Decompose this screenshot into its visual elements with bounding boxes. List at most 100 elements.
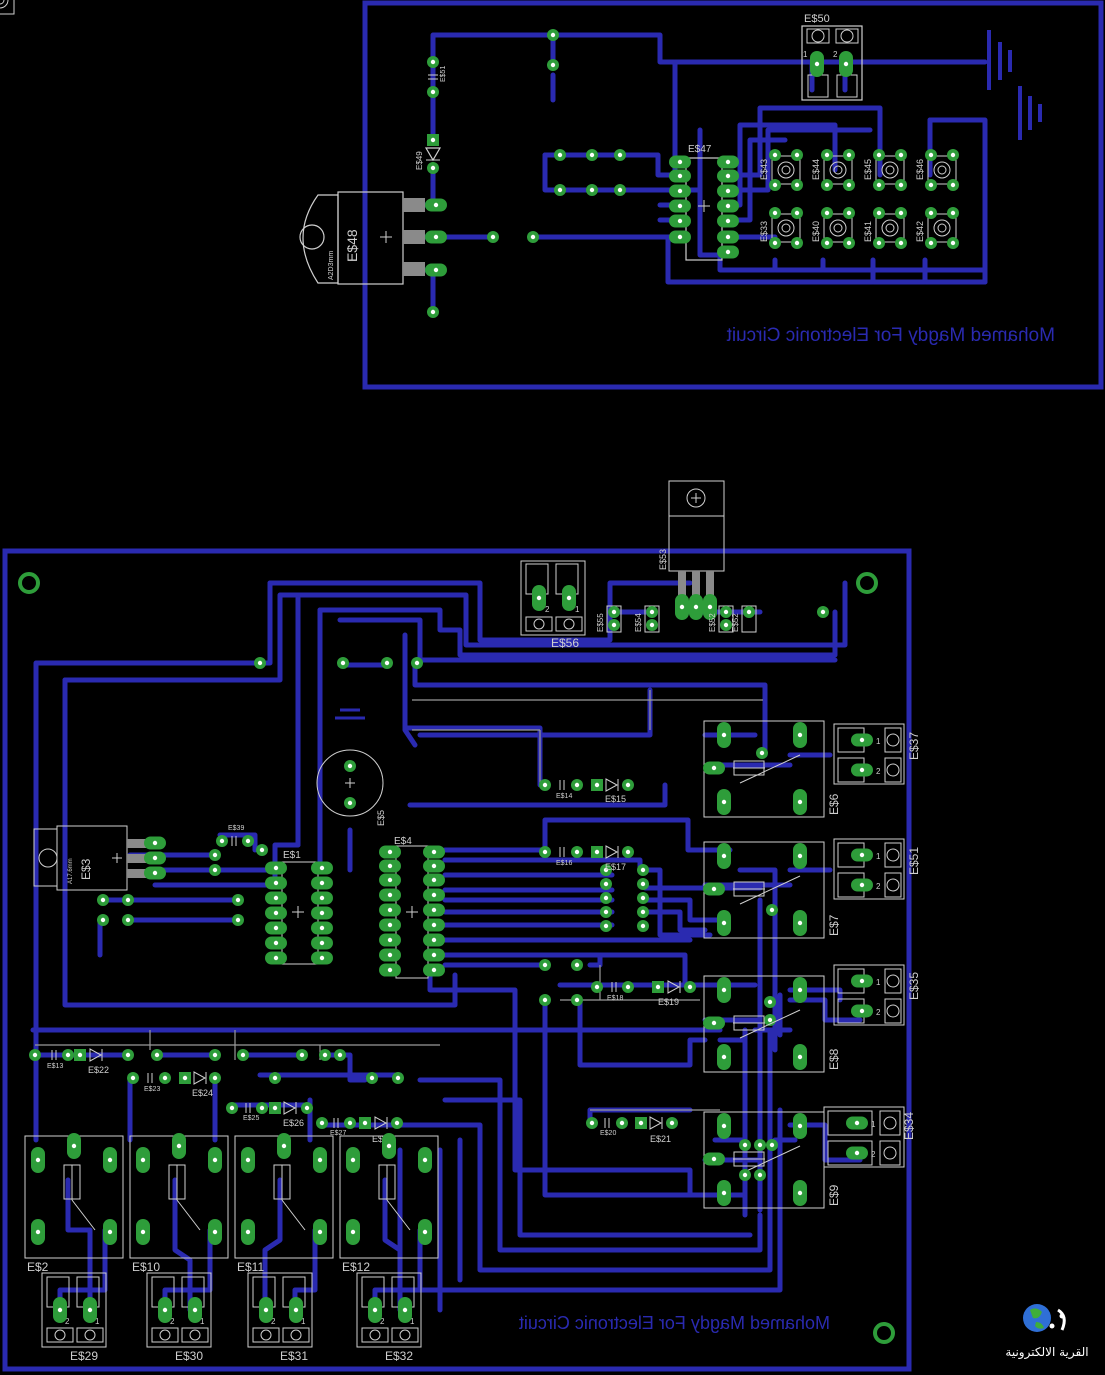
terminal-e50-pin1: 1 xyxy=(803,50,808,59)
regulator-e53: E$53 xyxy=(658,480,725,601)
terminal-e51b-pin1: 1 xyxy=(876,852,881,861)
regulator-e48-label: E$48 xyxy=(344,229,360,262)
capacitor-e16-label: E$16 xyxy=(556,860,572,867)
regulator-e53-label: E$53 xyxy=(658,549,668,570)
capacitor-e23-label: E$23 xyxy=(144,1086,160,1093)
relay-e8: E$8 xyxy=(703,975,841,1073)
diode-e49-label: E$49 xyxy=(415,151,424,170)
diode-pair-e13-e22: E$13 E$22 xyxy=(47,1048,109,1075)
terminal-e56-pin2: 2 xyxy=(545,605,550,614)
ic-e47-label: E$47 xyxy=(688,144,712,155)
relay-e11-label: E$11 xyxy=(237,1260,264,1274)
mounting-hole xyxy=(18,572,40,594)
relay-e9-label: E$9 xyxy=(827,1184,841,1206)
terminal-e51b-label: E$51 xyxy=(907,847,921,875)
mounting-hole xyxy=(873,1322,895,1344)
capacitor-e52a-label: E$52 xyxy=(708,613,717,632)
diode-e26-label: E$26 xyxy=(283,1118,304,1128)
terminal-e35-label: E$35 xyxy=(907,972,921,1000)
terminal-e50-pin2: 2 xyxy=(833,50,838,59)
switch-e33-label: E$33 xyxy=(759,221,769,242)
top-board-signature: Mohamed Magdy For Electronic Circuit xyxy=(726,325,1055,346)
diode-e22-label: E$22 xyxy=(88,1065,109,1075)
top-board-outline xyxy=(362,0,1104,390)
switch-e41: E$41 xyxy=(863,213,905,243)
bottom-board-signature: Mohamed Magdy For Electronic Circuit xyxy=(519,1313,830,1333)
diode-pair-e20-e21: E$20 E$21 xyxy=(600,1116,671,1144)
switch-grid xyxy=(0,0,15,15)
switch-e41-label: E$41 xyxy=(863,221,873,242)
diode-pair-e14-e15: E$14 E$15 xyxy=(556,778,626,804)
capacitor-e27-label: E$27 xyxy=(330,1130,346,1137)
ground-symbol xyxy=(987,30,1042,140)
diode-e15-label: E$15 xyxy=(605,794,626,804)
terminal-e50-label: E$50 xyxy=(804,13,830,25)
terminal-e31-pin1: 1 xyxy=(301,1317,306,1326)
capacitor-e13-label: E$13 xyxy=(47,1063,63,1070)
switch-e44-label: E$44 xyxy=(811,159,821,180)
diode-pair-e23-e24: E$23 E$24 xyxy=(144,1071,213,1098)
switch-e33: E$33 xyxy=(759,213,801,243)
capacitor-e25-label: E$25 xyxy=(243,1115,259,1122)
regulator-e3-label: E$3 xyxy=(79,858,93,880)
switch-e40: E$40 xyxy=(811,213,853,243)
capacitor-e18-label: E$18 xyxy=(607,995,623,1002)
capacitor-e51: E$51 xyxy=(428,66,447,82)
regulator-e3: E$3 A17.6mm xyxy=(33,825,149,891)
diode-e17-label: E$17 xyxy=(605,862,626,872)
bottom-board-outline xyxy=(2,548,912,1372)
switch-e42: E$42 xyxy=(915,213,957,243)
terminal-e34-label: E$34 xyxy=(902,1112,916,1140)
terminal-e51b-pin2: 2 xyxy=(876,882,881,891)
terminal-e29: 2 1 E$29 xyxy=(41,1272,107,1363)
capacitor-e55-label: E$55 xyxy=(596,613,605,632)
capacitor-e52b-label: E$52 xyxy=(731,613,740,632)
terminal-e31-pin2: 2 xyxy=(271,1317,276,1326)
terminal-e34-pin1: 1 xyxy=(871,1120,876,1129)
terminal-e32-label: E$32 xyxy=(385,1349,413,1363)
terminal-e56-label: E$56 xyxy=(551,636,579,650)
site-logo-text: القرية الالكترونية xyxy=(1005,1345,1088,1360)
relay-e2-label: E$2 xyxy=(27,1260,49,1274)
ic-e4-label: E$4 xyxy=(394,836,412,847)
terminal-e37-pin2: 2 xyxy=(876,767,881,776)
regulator-e48: E$48 A2D3mm xyxy=(299,191,425,285)
terminal-e30-label: E$30 xyxy=(175,1349,203,1363)
diode-e24-label: E$24 xyxy=(192,1088,213,1098)
capacitor-e51-label: E$51 xyxy=(440,66,447,82)
switch-e46: E$46 xyxy=(915,155,957,185)
relay-e7-label: E$7 xyxy=(827,914,841,936)
terminal-e35-pin1: 1 xyxy=(876,978,881,987)
terminal-e37-label: E$37 xyxy=(907,732,921,760)
switch-e46-label: E$46 xyxy=(915,159,925,180)
capacitor-e14-label: E$14 xyxy=(556,793,572,800)
switch-e43-label: E$43 xyxy=(759,159,769,180)
terminal-e34: 1 2 E$34 xyxy=(823,1106,916,1168)
bottom-board: E$53 E$56 2 1 E$55 E$54 xyxy=(2,480,921,1372)
site-logo: القرية الالكترونية xyxy=(1005,1304,1089,1360)
terminal-e32-pin1: 1 xyxy=(410,1317,415,1326)
relay-e8-label: E$8 xyxy=(827,1048,841,1070)
terminal-e30: 2 1 E$30 xyxy=(146,1272,212,1363)
relay-e6-label: E$6 xyxy=(827,793,841,815)
relay-e12-label: E$12 xyxy=(342,1260,370,1274)
capacitor-e20-label: E$20 xyxy=(600,1130,616,1137)
terminal-e50: E$50 1 2 xyxy=(801,13,863,101)
capacitor-e54-label: E$54 xyxy=(634,613,643,632)
diode-pair-e18-e19: E$18 E$19 xyxy=(607,980,681,1007)
terminal-e30-pin1: 1 xyxy=(200,1317,205,1326)
terminal-e35-pin2: 2 xyxy=(876,1008,881,1017)
terminal-e30-pin2: 2 xyxy=(170,1317,175,1326)
terminal-e29-label: E$29 xyxy=(70,1349,98,1363)
capacitor-e39: E$39 xyxy=(228,825,244,846)
top-board: E$48 A2D3mm E$51 E$49 xyxy=(0,0,1104,390)
switch-e45-label: E$45 xyxy=(863,159,873,180)
ic-e1-label: E$1 xyxy=(283,850,301,861)
regulator-e48-subtext: A2D3mm xyxy=(328,251,335,280)
switch-e44: E$44 xyxy=(811,155,853,185)
terminal-e34-pin2: 2 xyxy=(871,1150,876,1159)
terminal-e29-pin2: 2 xyxy=(65,1317,70,1326)
diode-e49: E$49 xyxy=(415,147,442,170)
terminal-e32-pin2: 2 xyxy=(380,1317,385,1326)
